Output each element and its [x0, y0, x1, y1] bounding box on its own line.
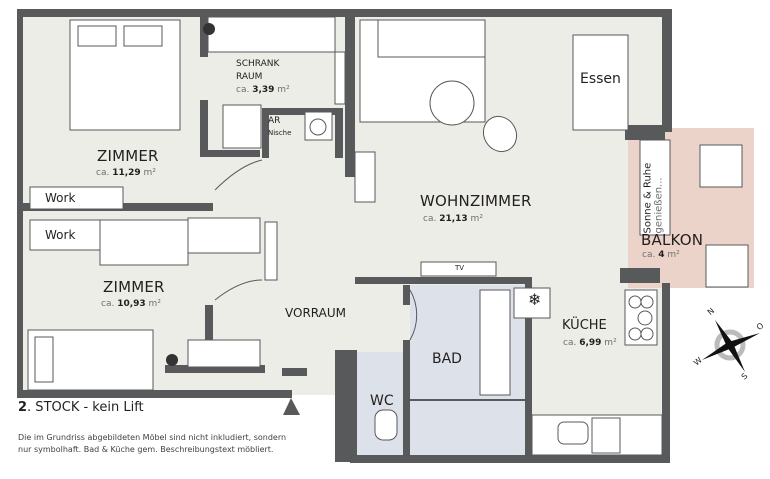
note-line-1: Die im Grundriss abgebildeten Möbel sind…	[18, 433, 287, 442]
label-tv: TV	[455, 264, 465, 272]
sink	[557, 421, 589, 445]
room-name-schrankraum-1: SCHRANK	[236, 59, 280, 69]
label-essen: Essen	[580, 71, 621, 87]
round-table	[429, 80, 475, 126]
snowflake-icon: ❄	[528, 290, 541, 309]
desk-2	[29, 219, 101, 251]
label-work-2: Work	[45, 228, 76, 242]
room-name-schrankraum-2: RAUM	[236, 72, 263, 82]
balcony-sign: Sonne & Ruhe genießen...	[643, 139, 665, 234]
toilet	[374, 409, 398, 441]
room-name-zimmer-1: ZIMMER	[97, 147, 159, 165]
room-name-kueche: KÜCHE	[562, 318, 607, 333]
room-name-bad: BAD	[432, 351, 462, 367]
room-area-zimmer-2: ca. 10,93 m²	[101, 299, 161, 309]
balcony-table	[699, 144, 743, 188]
plant-icon	[203, 23, 215, 35]
bed-2	[99, 219, 189, 266]
disclaimer-note: Die im Grundriss abgebildeten Möbel sind…	[18, 432, 286, 456]
entrance-arrow-icon	[283, 398, 300, 415]
room-area-wohnzimmer: ca. 21,13 m²	[423, 214, 483, 224]
floor-label: 2. STOCK - kein Lift	[18, 400, 144, 415]
wardrobe-top	[207, 16, 336, 53]
note-line-2: nur symbolhaft. Bad & Küche gem. Beschre…	[18, 445, 274, 454]
bath-floor	[410, 285, 530, 455]
dishwasher	[591, 417, 621, 454]
room-name-wohnzimmer: WOHNZIMMER	[420, 192, 532, 210]
sign-line-1: Sonne & Ruhe	[642, 162, 654, 234]
washing-machine	[304, 111, 333, 141]
room-name-balkon: BALKON	[641, 231, 704, 249]
compass-icon	[702, 320, 760, 372]
room-name-wc: WC	[370, 393, 394, 409]
sign-board	[639, 139, 671, 236]
room-name-zimmer-2: ZIMMER	[103, 278, 165, 296]
tv-board	[420, 261, 497, 277]
room-area-schrankraum: ca. 3,39 m²	[236, 85, 290, 95]
label-work-1: Work	[45, 191, 76, 205]
dining-table	[572, 34, 629, 131]
fridge	[513, 287, 551, 319]
room-area-kueche: ca. 6,99 m²	[563, 338, 617, 348]
desk-1	[29, 186, 124, 210]
plant-icon	[166, 354, 178, 366]
room-area-balkon: ca. 4 m²	[642, 250, 680, 260]
room-area-zimmer-1: ca. 11,29 m²	[96, 168, 156, 178]
room-name-vorraum: VORRAUM	[285, 306, 346, 320]
room-name-ar: AR	[268, 116, 281, 126]
room-sub-ar: Nische	[268, 129, 292, 137]
sign-line-2: genießen...	[653, 177, 665, 234]
